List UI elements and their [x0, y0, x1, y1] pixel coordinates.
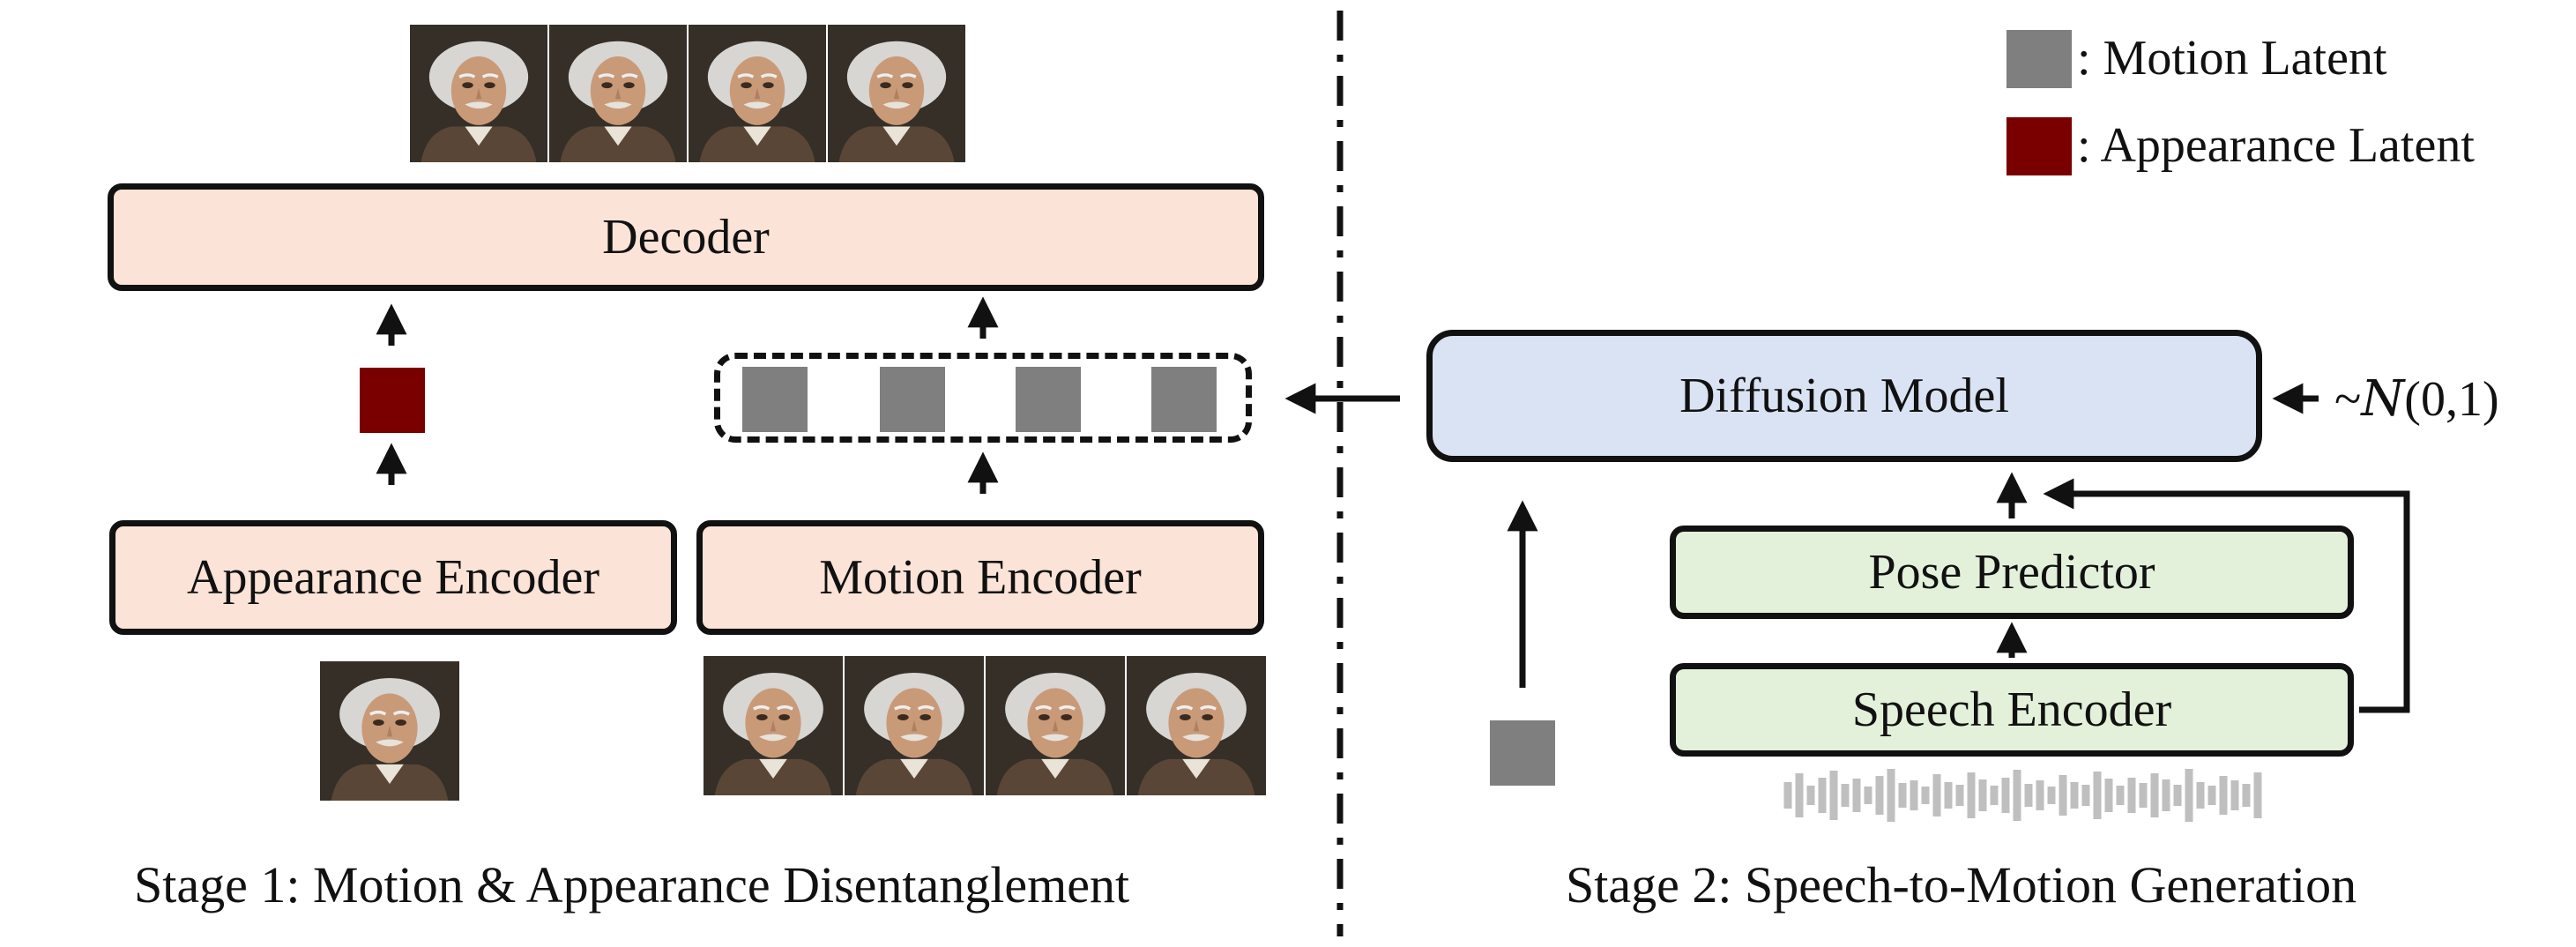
motion-latent	[742, 367, 808, 432]
legend-appearance-label: : Appearance Latent	[2077, 118, 2475, 173]
portrait-image	[828, 25, 965, 162]
appearance-encoder-box: Appearance Encoder	[109, 520, 677, 635]
portrait-image	[410, 25, 547, 162]
arrow-icon	[2043, 478, 2410, 713]
noise-label: ~N(0,1)	[2334, 370, 2499, 428]
normal-distribution-symbol: N	[2361, 370, 2405, 428]
diffusion-model-box: Diffusion Model	[1426, 330, 2262, 462]
portrait-image	[986, 656, 1125, 795]
pose-predictor-label: Pose Predictor	[1868, 545, 2155, 600]
diffusion-model-label: Diffusion Model	[1679, 369, 2009, 423]
noise-args: (0,1)	[2404, 372, 2499, 427]
portrait-image	[689, 25, 826, 162]
motion-latent	[880, 367, 945, 432]
legend-motion-swatch	[2006, 30, 2072, 88]
appearance-encoder-label: Appearance Encoder	[187, 550, 599, 605]
stage2-caption: Stage 2: Speech-to-Motion Generation	[1566, 856, 2357, 913]
audio-waveform-icon	[1783, 769, 2262, 822]
portrait-image	[320, 661, 459, 801]
portrait-image	[704, 656, 843, 795]
decoder-label: Decoder	[602, 210, 770, 265]
appearance-latent	[360, 368, 425, 433]
motion-latent-input	[1490, 720, 1555, 786]
portrait-image	[845, 656, 984, 795]
legend-motion-label: : Motion Latent	[2077, 31, 2387, 86]
pose-predictor-box: Pose Predictor	[1670, 526, 2354, 619]
legend-appearance-swatch	[2006, 117, 2072, 175]
motion-latent	[1151, 367, 1217, 432]
decoder-box: Decoder	[108, 183, 1264, 291]
motion-latent	[1016, 367, 1081, 432]
speech-encoder-box: Speech Encoder	[1670, 663, 2354, 757]
portrait-image	[1127, 656, 1266, 795]
motion-encoder-label: Motion Encoder	[819, 550, 1142, 605]
portrait-image	[549, 25, 687, 162]
motion-encoder-box: Motion Encoder	[696, 520, 1264, 635]
motion-latents-group	[714, 353, 1252, 443]
speech-encoder-label: Speech Encoder	[1851, 682, 2172, 737]
noise-prefix: ~	[2334, 372, 2362, 427]
stage1-caption: Stage 1: Motion & Appearance Disentangle…	[134, 856, 1130, 913]
